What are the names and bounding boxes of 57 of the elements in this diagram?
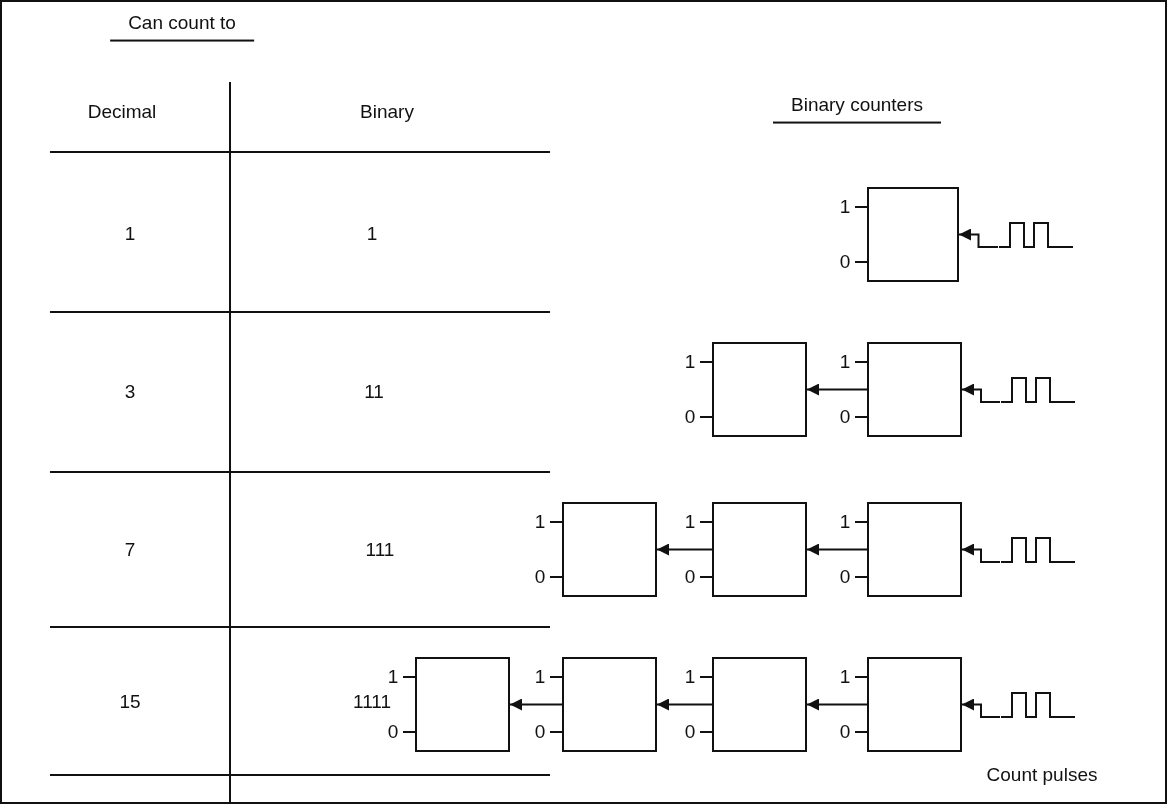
pin-label: 1	[534, 511, 546, 533]
table-cell: 11	[364, 381, 384, 403]
arrow	[656, 698, 713, 711]
column-heading: Decimal	[87, 101, 157, 123]
counter-box	[867, 502, 962, 597]
pulse-waveform	[998, 220, 1074, 250]
column-heading: Binary	[360, 101, 414, 123]
pulse-waveform	[1000, 375, 1076, 405]
pulse-waveform	[1000, 535, 1076, 565]
pin-label: 0	[839, 721, 851, 743]
table-cell: 111	[365, 539, 395, 561]
counter-box	[562, 657, 657, 752]
arrow	[509, 698, 563, 711]
pin-label: 0	[684, 566, 696, 588]
caption-text: Count pulses	[986, 764, 1098, 786]
pin-label: 1	[684, 666, 696, 688]
counter-box	[867, 342, 962, 437]
counter-box	[867, 657, 962, 752]
table-cell: 15	[119, 691, 141, 713]
pin-label: 0	[387, 721, 399, 743]
pin-label: 1	[839, 666, 851, 688]
pin-label: 1	[534, 666, 546, 688]
counter-box	[867, 187, 959, 282]
pulse-waveform	[1000, 690, 1076, 720]
column-heading: Can count to	[110, 12, 254, 42]
counter-box	[712, 502, 807, 597]
arrow	[806, 543, 868, 556]
counter-box	[712, 657, 807, 752]
pin-label: 0	[839, 406, 851, 428]
pin-label: 0	[839, 251, 851, 273]
arrow	[806, 698, 868, 711]
pin-label: 0	[534, 721, 546, 743]
arrow	[961, 698, 1001, 718]
pin-label: 1	[839, 196, 851, 218]
pin-label: 0	[534, 566, 546, 588]
pin-label: 1	[684, 511, 696, 533]
table-cell: 1	[124, 223, 136, 245]
pin-label: 0	[684, 721, 696, 743]
table-cell: 7	[124, 539, 136, 561]
column-heading: Binary counters	[773, 94, 941, 124]
pin-label: 1	[839, 351, 851, 373]
counter-box	[712, 342, 807, 437]
arrow	[806, 383, 868, 396]
pin-label: 0	[684, 406, 696, 428]
table-cell: 1	[366, 223, 378, 245]
arrow	[961, 383, 1001, 403]
pin-label: 1	[684, 351, 696, 373]
pin-label: 1	[387, 666, 399, 688]
arrow	[958, 228, 999, 248]
counter-box	[415, 657, 510, 752]
counter-box	[562, 502, 657, 597]
table-cell: 1111	[353, 691, 391, 713]
arrow	[656, 543, 713, 556]
table-cell: 3	[124, 381, 136, 403]
arrow	[961, 543, 1001, 563]
pin-label: 1	[839, 511, 851, 533]
pin-label: 0	[839, 566, 851, 588]
